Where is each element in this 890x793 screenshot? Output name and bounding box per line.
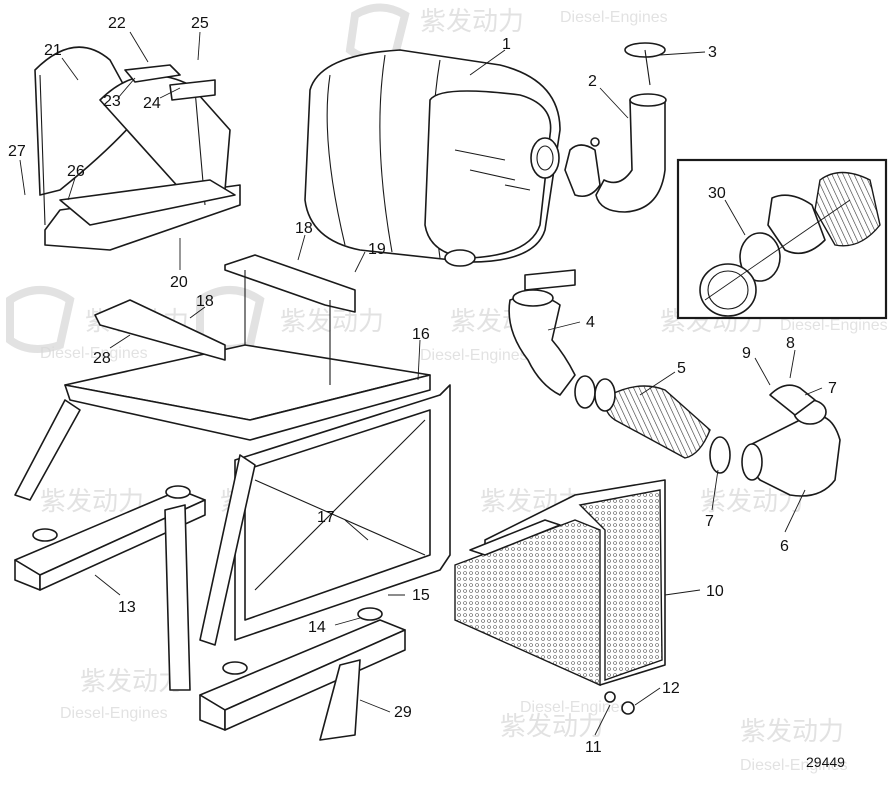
callout-26: 26 — [67, 163, 85, 180]
callout-11: 11 — [585, 739, 602, 756]
leader-lines — [19, 31, 823, 736]
callout-22: 22 — [108, 15, 126, 32]
watermark-subtext: Diesel-Engines — [740, 757, 848, 774]
flexible-hose — [605, 385, 711, 459]
callout-8: 8 — [786, 335, 795, 352]
intake-elbow-right — [747, 399, 841, 497]
watermark-layer: 紫发动力 Diesel-Engines 紫发动力 Diesel-Engines … — [5, 3, 888, 774]
callout-23: 23 — [103, 93, 121, 110]
hose-clamps — [524, 269, 816, 481]
exhaust-elbow-pipe — [595, 93, 667, 213]
callout-3: 3 — [708, 44, 717, 61]
callout-18: 18 — [295, 220, 313, 237]
callout-2: 2 — [588, 73, 597, 90]
watermark-subtext: Diesel-Engines — [40, 345, 148, 362]
callout-10: 10 — [706, 583, 724, 600]
watermark-text: 紫发动力 — [420, 7, 524, 37]
detail-inset — [676, 158, 888, 320]
callout-1: 1 — [502, 36, 511, 53]
radiator-guard — [454, 479, 666, 715]
watermark-text: 紫发动力 — [280, 307, 384, 337]
callout-19: 19 — [368, 241, 386, 258]
support-frame — [14, 344, 451, 646]
rain-cap — [624, 42, 666, 86]
callout-5: 5 — [677, 360, 686, 377]
mounting-rail-left — [14, 485, 206, 691]
callout-28: 28 — [93, 350, 111, 367]
tank-cradle — [34, 46, 241, 251]
callout-9: 9 — [742, 345, 751, 362]
callout-29: 29 — [394, 704, 412, 721]
callout-30: 30 — [708, 185, 726, 202]
callout-18: 18 — [196, 293, 214, 310]
callout-7: 7 — [705, 513, 714, 530]
watermark-text: 紫发动力 — [500, 712, 604, 742]
drawing-number: 29449 — [806, 754, 845, 770]
callout-15: 15 — [412, 587, 430, 604]
callout-21: 21 — [44, 42, 62, 59]
watermark-subtext: Diesel-Engines — [560, 9, 668, 26]
watermark-logo — [5, 286, 75, 353]
callout-27: 27 — [8, 143, 26, 160]
callout-17: 17 — [317, 509, 335, 526]
callout-20: 20 — [170, 274, 188, 291]
callout-16: 16 — [412, 326, 430, 343]
mounting-rail-right — [199, 607, 406, 741]
callout-24: 24 — [143, 95, 161, 112]
watermark-subtext: Diesel-Engines — [780, 317, 888, 334]
silencer — [304, 49, 561, 267]
callout-7: 7 — [828, 380, 837, 397]
watermark-subtext: Diesel-Engines — [520, 699, 628, 716]
callout-6: 6 — [780, 538, 789, 555]
callout-12: 12 — [662, 680, 680, 697]
mounting-brackets — [94, 254, 356, 385]
exhaust-clamp — [564, 137, 601, 198]
callout-4: 4 — [586, 314, 595, 331]
watermark-text: 紫发动力 — [740, 717, 844, 747]
callout-14: 14 — [308, 619, 326, 636]
watermark-subtext: Diesel-Engines — [420, 347, 528, 364]
watermark-text: 紫发动力 — [80, 667, 184, 697]
callout-numbers: 1 2 3 4 5 6 7 7 8 9 10 11 12 13 14 15 16… — [8, 15, 837, 756]
callout-25: 25 — [191, 15, 209, 32]
watermark-subtext: Diesel-Engines — [60, 705, 168, 722]
callout-13: 13 — [118, 599, 136, 616]
intake-elbow-left — [508, 289, 576, 396]
